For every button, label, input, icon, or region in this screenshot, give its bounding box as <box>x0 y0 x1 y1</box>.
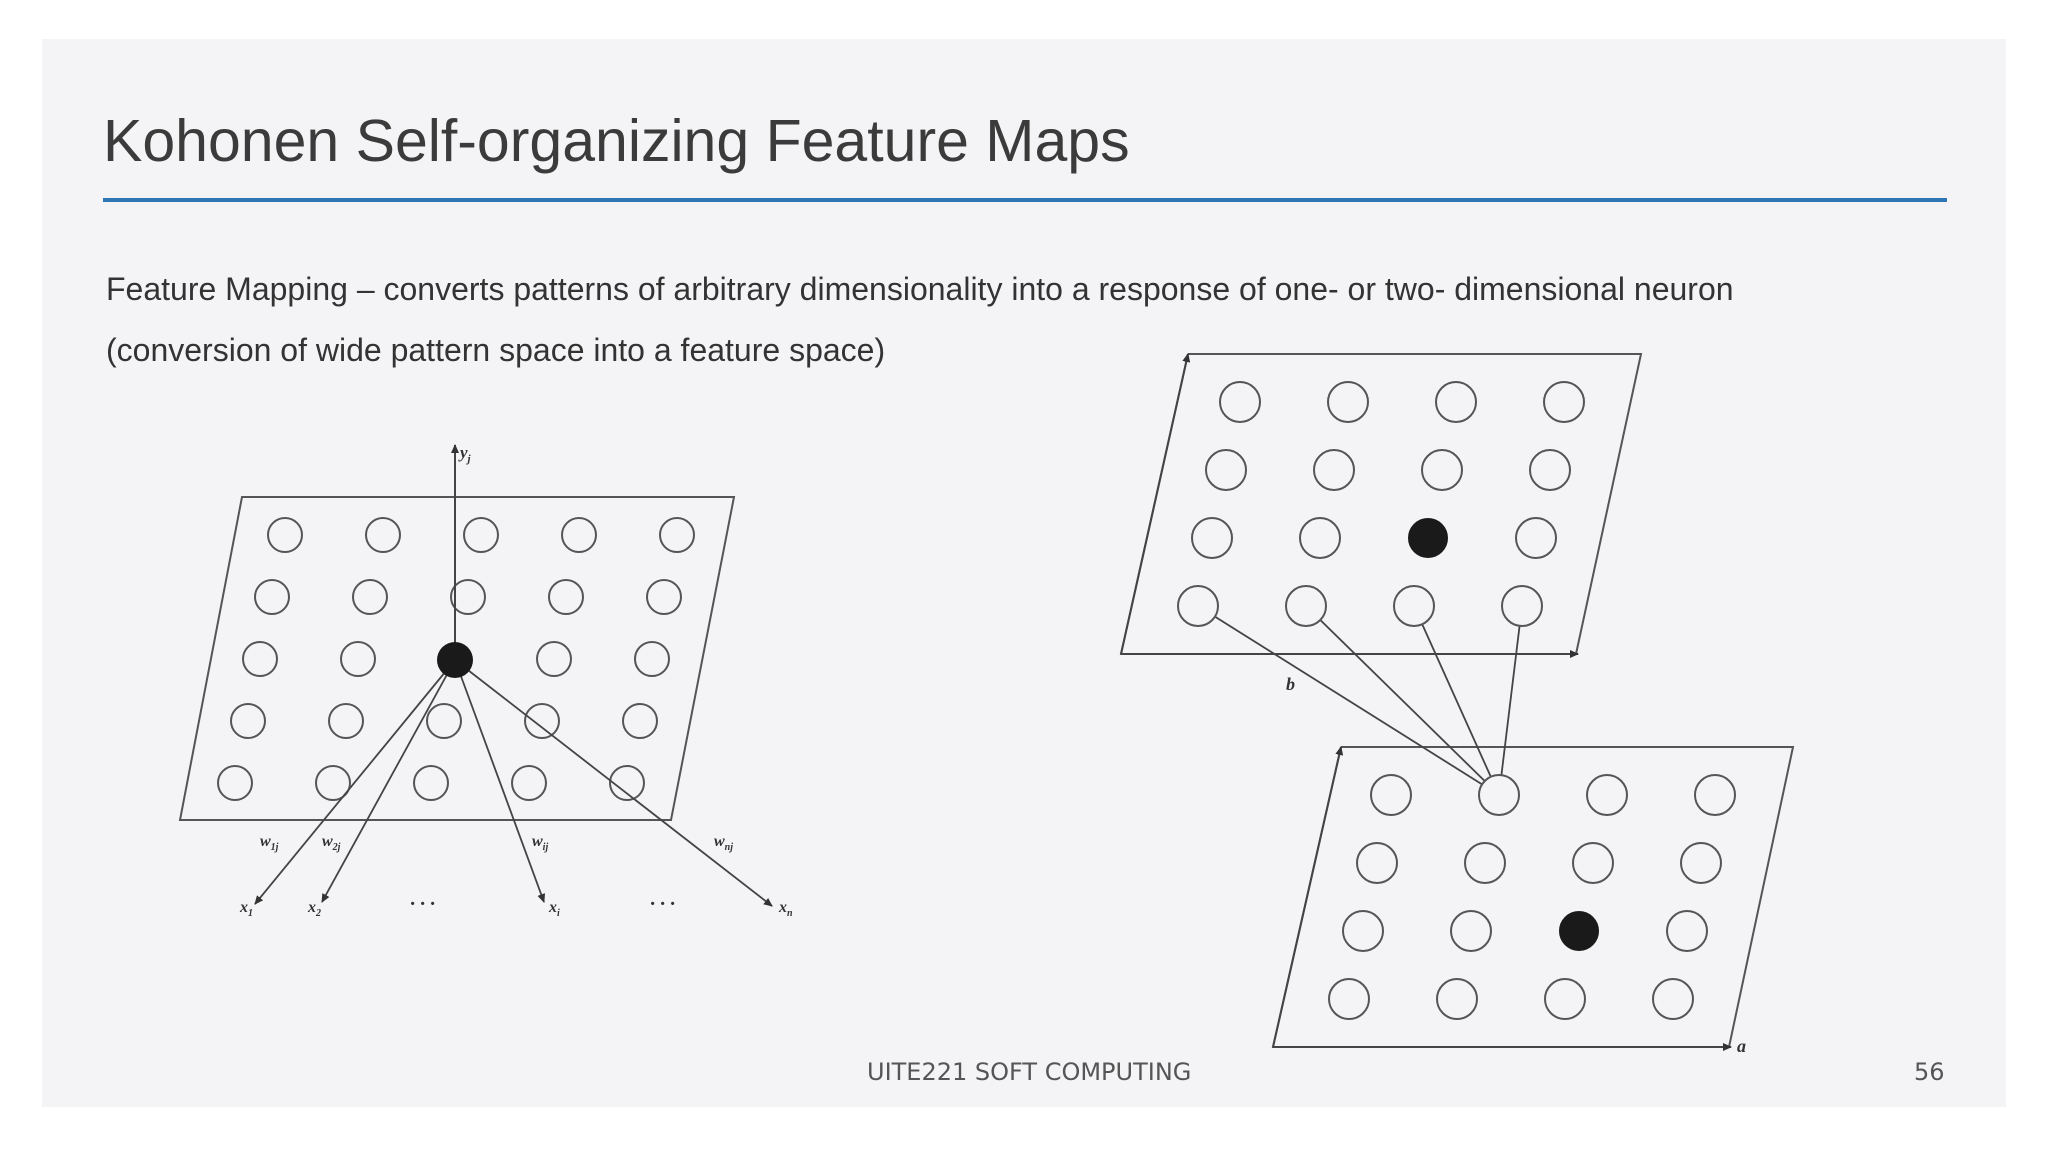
neuron-circle <box>1356 842 1398 884</box>
neuron-circle <box>315 765 351 801</box>
neuron-circle <box>230 703 266 739</box>
neuron-circle <box>1435 381 1477 423</box>
neuron-circle <box>1328 978 1370 1020</box>
neuron-circle <box>659 517 695 553</box>
neuron-circle <box>365 517 401 553</box>
neuron-circle <box>328 703 364 739</box>
weight-connection-line <box>321 659 456 903</box>
left-neuron-grid <box>217 517 695 801</box>
neuron-circle <box>1529 449 1571 491</box>
slide-title: Kohonen Self-organizing Feature Maps <box>103 108 1130 174</box>
neuron-circle <box>1299 517 1341 559</box>
neuron-circle <box>340 641 376 677</box>
bottom-neuron-grid <box>1328 774 1736 1020</box>
neuron-circle <box>413 765 449 801</box>
neuron-circle <box>1327 381 1369 423</box>
neuron-circle <box>1544 978 1586 1020</box>
input-label: x2 <box>307 899 321 919</box>
neuron-circle <box>1191 517 1233 559</box>
neuron-circle <box>1666 910 1708 952</box>
weight-labels: w1j w2j wij wnj <box>260 833 733 853</box>
neuron-circle <box>1572 842 1614 884</box>
neuron-circle <box>1219 381 1261 423</box>
neuron-circle <box>463 517 499 553</box>
neuron-circle <box>1421 449 1463 491</box>
page-number: 56 <box>1914 1058 1945 1086</box>
neuron-circle <box>1515 517 1557 559</box>
neuron-circle <box>1680 842 1722 884</box>
input-labels: x1 x2 xi xn <box>239 899 793 919</box>
bottom-active-neuron <box>1559 911 1599 951</box>
top-active-neuron <box>1408 518 1448 558</box>
weight-label: w2j <box>322 833 341 853</box>
bottom-plane-vertical-arrow <box>1272 746 1344 1048</box>
neuron-circle <box>426 703 462 739</box>
interplane-connection-line <box>1413 605 1500 796</box>
neuron-circle <box>609 765 645 801</box>
weight-connection-line <box>454 659 773 907</box>
neuron-circle <box>511 765 547 801</box>
body-text-line-2: (conversion of wide pattern space into a… <box>106 332 886 368</box>
output-label: yj <box>458 443 472 465</box>
neuron-circle <box>254 579 290 615</box>
weight-label: wij <box>532 833 548 853</box>
input-label: xi <box>548 899 560 919</box>
neuron-circle <box>217 765 253 801</box>
left-neuron-plane <box>178 496 736 821</box>
neuron-circle <box>1694 774 1736 816</box>
winning-neuron <box>437 642 473 678</box>
interplane-connection-line <box>1197 605 1500 796</box>
neuron-circle <box>1342 910 1384 952</box>
neuron-circle <box>1543 381 1585 423</box>
title-underline <box>103 198 1947 202</box>
neuron-circle <box>267 517 303 553</box>
neuron-circle <box>242 641 278 677</box>
neuron-circle <box>1393 585 1435 627</box>
neuron-circle <box>1436 978 1478 1020</box>
weight-label: w1j <box>260 833 279 853</box>
neuron-circle <box>1586 774 1628 816</box>
footer-course-title: UITE221 SOFT COMPUTING <box>867 1058 1192 1086</box>
neuron-circle <box>1177 585 1219 627</box>
neuron-circle <box>1313 449 1355 491</box>
input-label: x1 <box>239 899 253 919</box>
neuron-circle <box>450 579 486 615</box>
neuron-circle <box>561 517 597 553</box>
weight-label: wnj <box>714 833 733 853</box>
weight-connection-line <box>254 659 456 905</box>
neuron-circle <box>1205 449 1247 491</box>
axis-label-b: b <box>1286 674 1295 694</box>
interplane-connection-line <box>1305 605 1500 796</box>
neuron-circle <box>352 579 388 615</box>
neuron-circle <box>1370 774 1412 816</box>
interplane-connections <box>1197 605 1523 796</box>
neuron-circle <box>1285 585 1327 627</box>
axis-label-a: a <box>1737 1036 1746 1056</box>
ellipsis-2: · · · <box>650 893 675 915</box>
top-plane-vertical-arrow <box>1120 353 1191 655</box>
neuron-circle <box>536 641 572 677</box>
body-text-line-1: Feature Mapping – converts patterns of a… <box>106 271 1734 307</box>
neuron-circle <box>1501 585 1543 627</box>
neuron-circle <box>524 703 560 739</box>
ellipsis-1: · · · <box>410 893 435 915</box>
top-neuron-grid <box>1177 381 1585 627</box>
neuron-circle <box>1478 774 1520 816</box>
neuron-circle <box>646 579 682 615</box>
neuron-circle <box>1450 910 1492 952</box>
neuron-circle <box>622 703 658 739</box>
neuron-circle <box>548 579 584 615</box>
neuron-circle <box>634 641 670 677</box>
weight-connection-line <box>454 659 545 903</box>
interplane-connection-line <box>1498 605 1523 796</box>
neuron-circle <box>1652 978 1694 1020</box>
left-weight-connections <box>254 659 773 907</box>
input-label: xn <box>778 899 793 919</box>
neuron-circle <box>1464 842 1506 884</box>
